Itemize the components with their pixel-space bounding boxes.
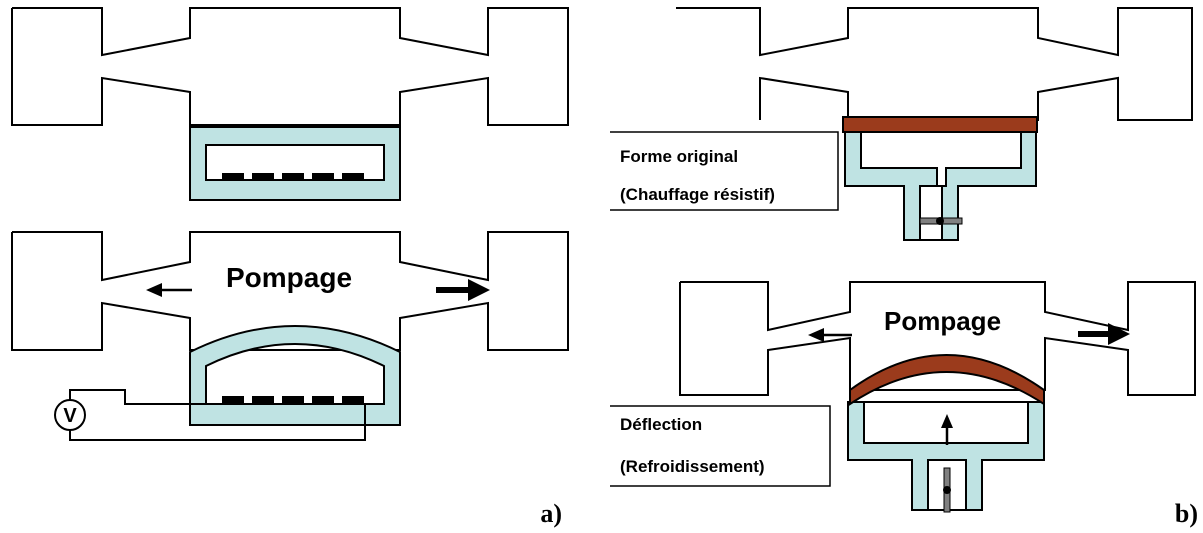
chamber-assembly-a-bottom xyxy=(11,231,569,351)
electrode-array xyxy=(222,173,364,180)
pumping-label-a: Pompage xyxy=(226,262,352,293)
electrode xyxy=(342,396,364,403)
cavity-a-bottom xyxy=(189,325,401,426)
panel-b: Forme original (Chauffage résistif) Pomp… xyxy=(610,7,1198,528)
deflection-line1: Déflection xyxy=(620,415,702,434)
original-form-line1: Forme original xyxy=(620,147,738,166)
suction-arrow-head xyxy=(941,414,953,428)
flow-arrow-left-b xyxy=(808,328,852,342)
left-reservoir xyxy=(11,7,569,126)
voltmeter xyxy=(54,399,86,431)
panel-a: Pompage V a) xyxy=(11,7,569,528)
deflected-membrane-housing xyxy=(189,325,401,426)
chamber-assembly-b-bottom xyxy=(679,281,1196,396)
electrode-array xyxy=(222,396,364,403)
deflected-heater-plate xyxy=(849,354,1045,406)
cavity-a-top xyxy=(189,126,401,201)
open-valve-pivot xyxy=(943,486,951,494)
pump-body xyxy=(11,231,569,351)
pump-body-top xyxy=(676,7,1193,121)
heater-plate xyxy=(842,116,1038,133)
panel-letter-a: a) xyxy=(540,499,562,528)
panel-letter-b: b) xyxy=(1175,499,1198,528)
deflected-cavity-housing xyxy=(847,401,1045,511)
deflection-line2: (Refroidissement) xyxy=(620,457,765,476)
cavity-b-top xyxy=(842,116,1038,241)
electrode xyxy=(252,173,274,180)
electrode xyxy=(222,173,244,180)
valve-pivot xyxy=(936,217,944,225)
chamber-assembly-a-top xyxy=(11,7,569,126)
wire-bottom xyxy=(69,403,366,441)
voltmeter-label: V xyxy=(63,405,77,427)
electrode xyxy=(222,396,244,403)
electrode xyxy=(252,396,274,403)
electrode xyxy=(282,173,304,180)
flow-arrow-right-b xyxy=(1078,323,1130,345)
flow-arrow-right-a xyxy=(436,279,490,301)
voltmeter-circuit xyxy=(54,389,366,441)
wire-top xyxy=(69,389,222,405)
pump-body-bottom xyxy=(679,281,1196,396)
electrode xyxy=(342,173,364,180)
electrode xyxy=(282,396,304,403)
cavity-b-bottom xyxy=(847,354,1045,513)
flow-arrow-left-a xyxy=(146,283,192,297)
membrane-housing xyxy=(189,126,401,201)
electrode xyxy=(312,173,334,180)
label-box-deflection xyxy=(610,405,831,487)
pumping-label-b: Pompage xyxy=(884,306,1001,336)
label-box-original xyxy=(610,131,839,211)
original-form-line2: (Chauffage résistif) xyxy=(620,185,775,204)
electrode xyxy=(312,396,334,403)
chamber-assembly-b-top xyxy=(676,7,1193,121)
